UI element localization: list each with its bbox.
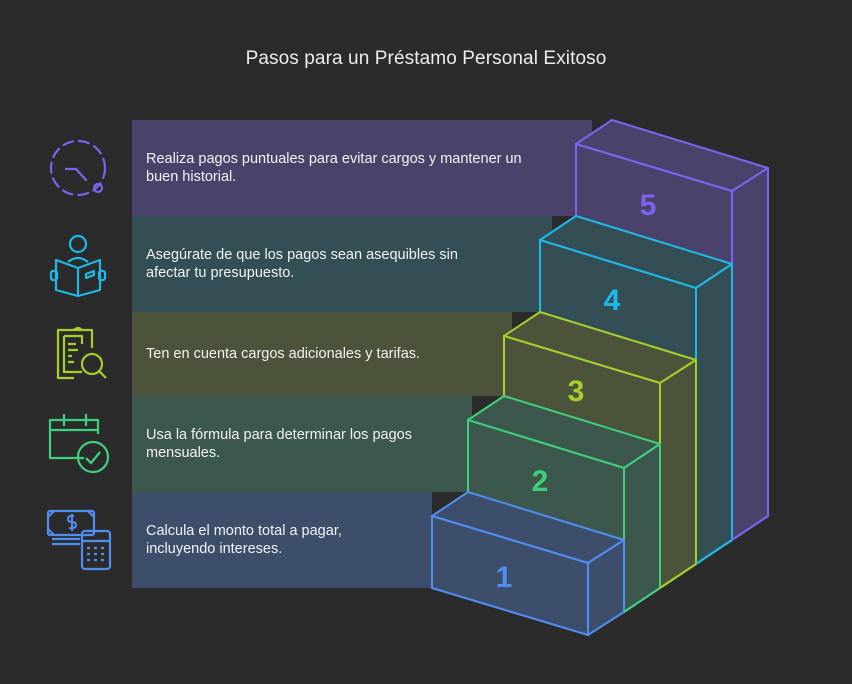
step-2-text: Usa la fórmula para determinar los pagos… [146, 427, 412, 461]
step-1-text: Calcula el monto total a pagar, incluyen… [146, 523, 342, 557]
step-4-number: 4 [604, 284, 621, 317]
step-5-number: 5 [640, 189, 657, 222]
calendar-check-icon [44, 410, 116, 482]
step-4-band: Asegúrate de que los pagos sean asequibl… [132, 216, 552, 312]
money-calculator-icon [44, 505, 116, 577]
step-2-band: Usa la fórmula para determinar los pagos… [132, 396, 472, 492]
step-5-text: Realiza pagos puntuales para evitar carg… [146, 151, 522, 185]
page-title: Pasos para un Préstamo Personal Exitoso [245, 48, 607, 69]
step-5-band: Realiza pagos puntuales para evitar carg… [132, 120, 592, 216]
step-3-band: Ten en cuenta cargos adicionales y tarif… [132, 312, 512, 396]
step-2-number: 2 [532, 465, 549, 498]
step-1-block: 1 [431, 491, 625, 636]
step-1-number: 1 [496, 561, 513, 594]
clipboard-search-icon [44, 322, 116, 394]
clock-timer-icon [44, 132, 116, 204]
step-4-text: Asegúrate de que los pagos sean asequibl… [146, 247, 458, 281]
step-1-band: Calcula el monto total a pagar, incluyen… [132, 492, 432, 588]
step-3-text: Ten en cuenta cargos adicionales y tarif… [146, 346, 421, 362]
person-reading-icon [44, 230, 116, 302]
step-3-number: 3 [568, 375, 585, 408]
